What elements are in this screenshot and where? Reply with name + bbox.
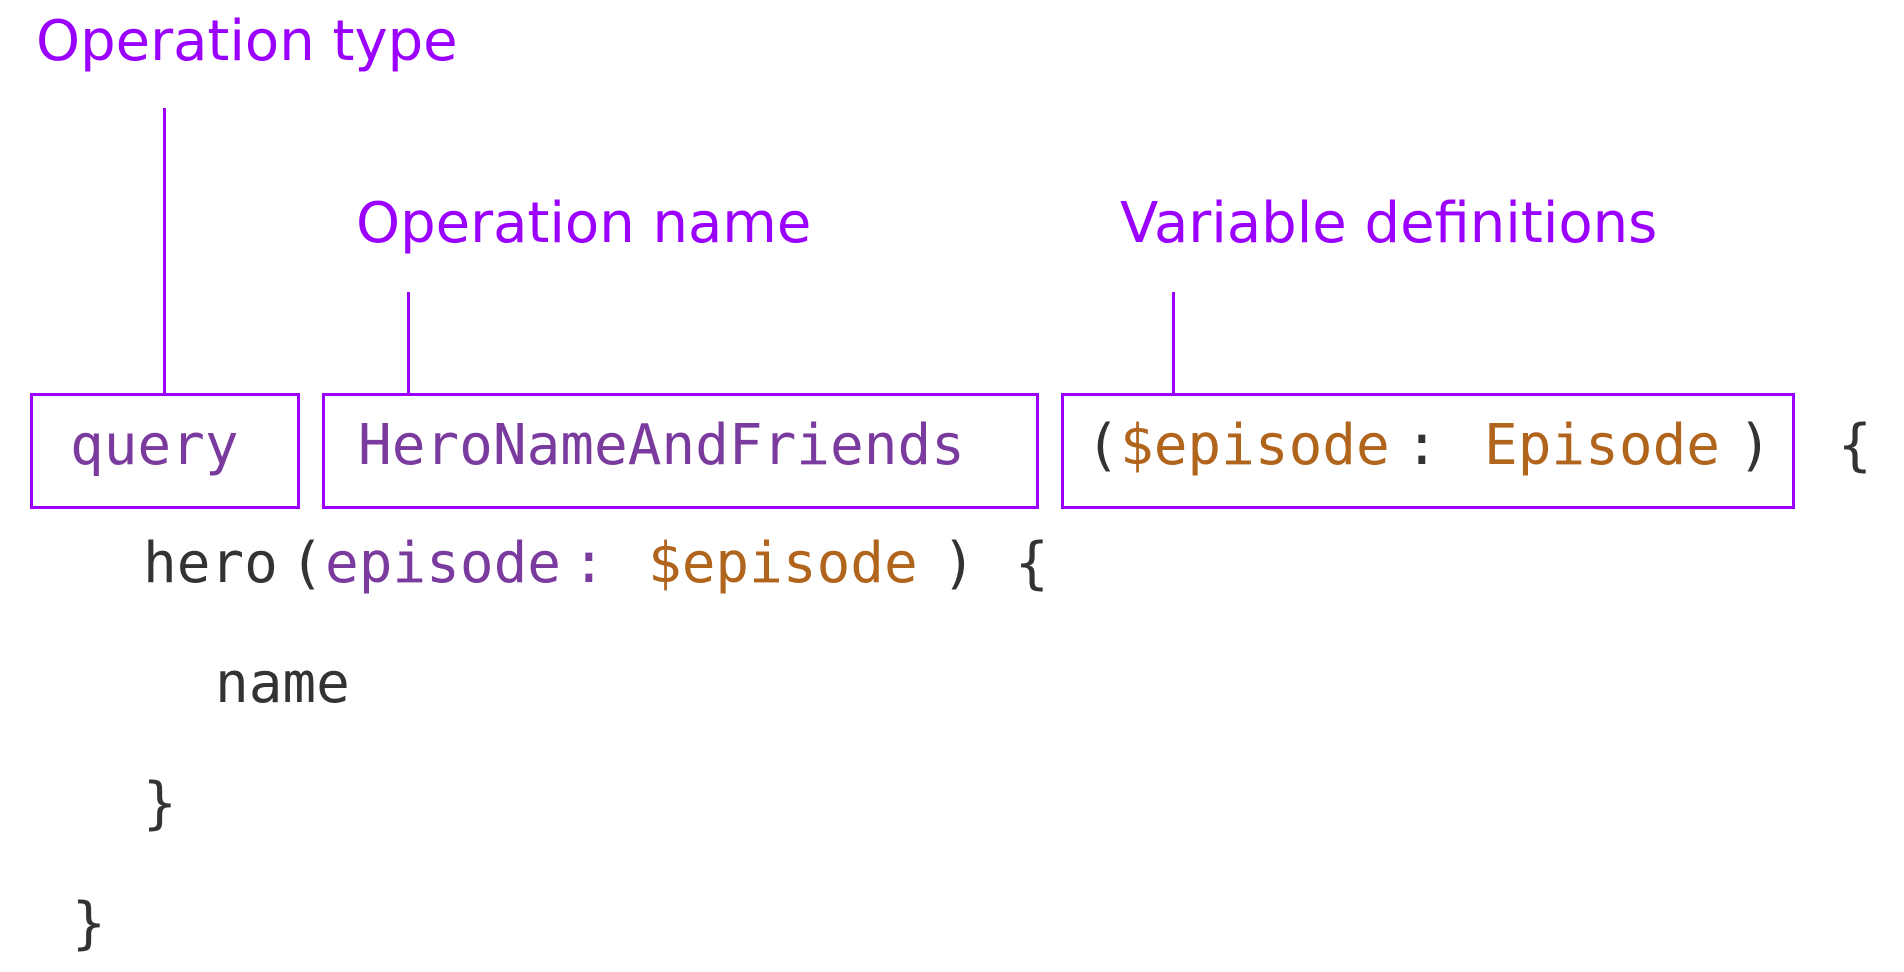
query-keyword: query (70, 413, 239, 478)
variable-name: $episode (1120, 413, 1390, 478)
argument-name: episode (325, 531, 562, 596)
operation-name-text: HeroNameAndFriends (358, 413, 965, 478)
variable-open-paren: ( (1086, 413, 1120, 478)
variable-type: Episode (1484, 413, 1721, 478)
variable-colon: : (1405, 413, 1439, 478)
query-close-brace: } (72, 891, 106, 956)
variable-definitions-connector (1172, 292, 1175, 395)
variable-definitions-label: Variable definitions (1120, 191, 1658, 256)
operation-type-connector (163, 108, 166, 395)
operation-name-box (322, 393, 1039, 509)
hero-open-paren: ( (290, 531, 324, 596)
hero-field: hero (143, 531, 278, 596)
variable-definitions-box (1061, 393, 1795, 509)
operation-name-connector (407, 292, 410, 395)
hero-open-brace: { (1015, 531, 1049, 596)
argument-value: $episode (648, 531, 918, 596)
argument-colon: : (572, 531, 606, 596)
name-subfield: name (215, 651, 350, 716)
hero-close-brace: } (143, 771, 177, 836)
operation-name-label: Operation name (356, 191, 812, 256)
query-open-brace: { (1838, 413, 1872, 478)
hero-close-paren: ) (942, 531, 976, 596)
operation-type-box (30, 393, 300, 509)
operation-type-label: Operation type (36, 9, 458, 74)
variable-close-paren: ) (1738, 413, 1772, 478)
